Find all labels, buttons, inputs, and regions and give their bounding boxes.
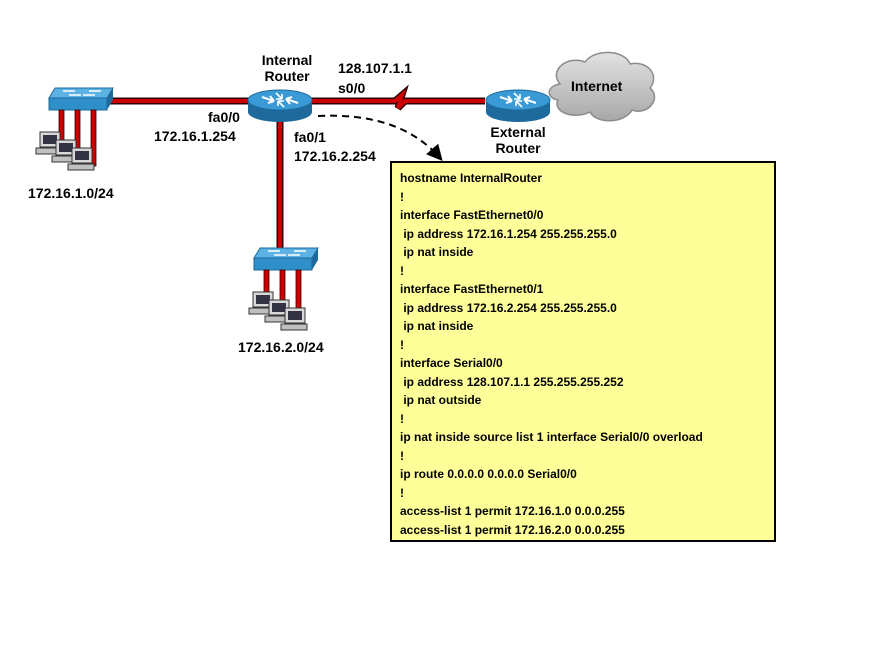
link-serial: [310, 84, 485, 111]
config-line: !: [400, 263, 404, 278]
fa0-1-ip-label: 172.16.2.254: [294, 148, 376, 164]
s0-0-ip-label: 128.107.1.1: [338, 60, 412, 76]
config-line: interface FastEthernet0/0: [400, 208, 544, 222]
config-line: ip nat outside: [400, 393, 482, 407]
config-line: ip address 172.16.1.254 255.255.255.0: [400, 226, 617, 241]
external-router-label-line1: External: [490, 124, 546, 140]
config-line: !: [400, 337, 404, 352]
config-line: !: [400, 448, 404, 463]
internal-router-icon: [247, 89, 313, 122]
config-line: !: [400, 485, 404, 500]
internal-router-label-line2: Router: [264, 68, 310, 84]
switch-lan2-icon: [253, 247, 319, 327]
config-line: ip nat inside source list 1 interface Se…: [400, 430, 703, 444]
config-line: ip address 128.107.1.1 255.255.255.252: [400, 374, 624, 389]
config-line: ip nat inside: [400, 319, 474, 333]
fa0-0-interface-label: fa0/0: [208, 109, 240, 125]
router-config-box: hostname InternalRouter! interface FastEt…: [390, 161, 776, 542]
external-router-label-line2: Router: [495, 140, 541, 156]
internet-label: Internet: [571, 78, 623, 94]
s0-0-interface-label: s0/0: [338, 80, 366, 96]
config-line: hostname InternalRouter: [400, 171, 543, 185]
config-line: !: [400, 411, 404, 426]
config-line: access-list 1 permit 172.16.2.0 0.0.0.25…: [400, 522, 625, 537]
internal-router-label: Internal Router: [252, 52, 322, 84]
config-line: ip nat inside: [400, 245, 474, 259]
config-line: interface FastEthernet0/1: [400, 282, 544, 296]
config-line: access-list 1 permit 172.16.1.0 0.0.0.25…: [400, 504, 625, 518]
internal-router-label-line1: Internal: [261, 52, 313, 68]
fa0-1-interface-label: fa0/1: [294, 129, 326, 145]
pc-group-lan2-icon: [248, 291, 308, 331]
config-line: !: [400, 189, 404, 204]
external-router-icon: [485, 89, 551, 122]
lan1-network-label: 172.16.1.0/24: [28, 185, 114, 201]
config-line: interface Serial0/0: [400, 356, 503, 370]
lan2-network-label: 172.16.2.0/24: [238, 339, 324, 355]
config-line: ip route 0.0.0.0 0.0.0.0 Serial0/0: [400, 467, 577, 481]
switch-lan1-icon: [48, 87, 114, 167]
pc-group-lan1-icon: [35, 131, 95, 171]
config-line: ip address 172.16.2.254 255.255.255.0: [400, 300, 617, 315]
internet-cloud-icon: [548, 51, 656, 122]
external-router-label: External Router: [482, 124, 554, 156]
fa0-0-ip-label: 172.16.1.254: [154, 128, 236, 144]
config-callout-arrow: [317, 114, 443, 162]
